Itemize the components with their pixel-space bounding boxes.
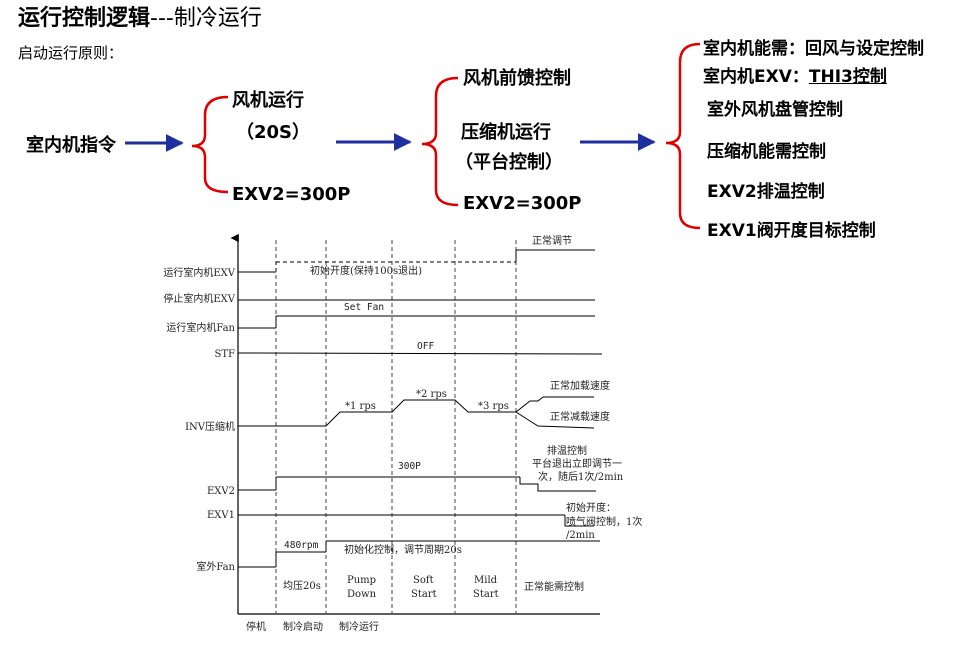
phase-dividers bbox=[275, 240, 517, 614]
note-load-up: 正常加载速度 bbox=[550, 379, 610, 392]
flow-indoor-demand: 室内机能需：回风与设定控制 bbox=[703, 39, 924, 59]
flow-exv1-target: EXV1阀开度目标控制 bbox=[707, 221, 876, 241]
note-exhaust-ctrl-2: 平台退出立即调节一 bbox=[532, 457, 622, 470]
note-rps3: *3 rps bbox=[478, 401, 509, 412]
stage-labels: 均压20s Pump Down Soft Start Mild Start 正常… bbox=[283, 575, 584, 600]
flow-platform-ctrl: （平台控制） bbox=[455, 152, 563, 173]
subtitle: 启动运行原则： bbox=[18, 44, 124, 62]
flow-start-node: 室内机指令 bbox=[26, 135, 116, 156]
flow-bracket-1 bbox=[191, 95, 229, 194]
row-label-stop-indoor-exv: 停止室内机EXV bbox=[163, 292, 235, 305]
note-exv2-300p: 300P bbox=[398, 461, 421, 472]
stage-normal-demand: 正常能需控制 bbox=[524, 580, 584, 593]
note-exhaust-ctrl-1: 排温控制 bbox=[547, 444, 587, 457]
note-off: OFF bbox=[417, 341, 434, 352]
trace-run-indoor-exv bbox=[238, 249, 595, 273]
flow-bracket-2 bbox=[421, 76, 459, 207]
row-label-run-indoor-fan: 运行室内机Fan bbox=[166, 321, 235, 334]
note-rps2: *2 rps bbox=[416, 389, 447, 400]
note-load-down: 正常减载速度 bbox=[550, 410, 610, 423]
flow-compressor-demand: 压缩机能需控制 bbox=[707, 142, 826, 162]
flow-thi3-ctrl: THI3控制 bbox=[808, 67, 887, 87]
row-label-stf: STF bbox=[215, 349, 236, 360]
stage-pump-1: Pump bbox=[347, 575, 376, 586]
flow-exv2-a: EXV2=300P bbox=[232, 184, 351, 205]
stage-mild-2: Start bbox=[473, 589, 499, 600]
flow-indoor-exv: 室内机EXV：THI3控制 bbox=[703, 62, 887, 87]
note-normal-adjust: 正常调节 bbox=[532, 234, 572, 247]
flow-indoor-exv-label: 室内机EXV： bbox=[703, 67, 809, 87]
phase-cool-start: 制冷启动 bbox=[283, 620, 323, 633]
flow-exv2-exhaust: EXV2排温控制 bbox=[707, 182, 825, 202]
row-label-outdoor-fan: 室外Fan bbox=[196, 560, 235, 573]
flow-fan-feedforward: 风机前馈控制 bbox=[463, 68, 571, 89]
flow-exv2-b: EXV2=300P bbox=[463, 193, 582, 214]
trace-exv2 bbox=[238, 476, 596, 492]
stage-soft-2: Start bbox=[411, 589, 437, 600]
stage-equalize: 均压20s bbox=[283, 580, 321, 592]
trace-inv-compressor bbox=[238, 396, 595, 429]
row-label-exv2: EXV2 bbox=[207, 486, 235, 497]
row-label-inv-compressor: INV压缩机 bbox=[185, 420, 235, 433]
phase-cool-run: 制冷运行 bbox=[339, 620, 379, 633]
stage-soft-1: Soft bbox=[413, 575, 434, 586]
annotations: 正常调节 初始开度(保持100s退出) Set Fan OFF *1 rps *… bbox=[284, 234, 642, 556]
note-set-fan: Set Fan bbox=[344, 302, 384, 313]
phase-labels: 停机 制冷启动 制冷运行 bbox=[246, 620, 379, 633]
note-fan-init: 初始化控制，调节周期20s bbox=[344, 543, 462, 556]
row-label-run-indoor-exv: 运行室内机EXV bbox=[163, 266, 235, 279]
note-fan-480rpm: 480rpm bbox=[284, 540, 319, 551]
note-init-open: 初始开度(保持100s退出) bbox=[310, 264, 422, 277]
note-exhaust-ctrl-3: 次，随后1次/2min bbox=[538, 470, 624, 483]
trace-outdoor-fan bbox=[238, 540, 600, 568]
title-main: 运行控制逻辑 bbox=[18, 6, 151, 31]
row-label-exv1: EXV1 bbox=[207, 510, 235, 521]
title-suffix: ---制冷运行 bbox=[150, 6, 262, 31]
flow-bracket-3 bbox=[665, 42, 701, 230]
flow-fan-run: 风机运行 bbox=[232, 90, 304, 111]
row-labels: 运行室内机EXV 停止室内机EXV 运行室内机Fan STF INV压缩机 EX… bbox=[163, 266, 235, 573]
flow-outdoor-fan-coil: 室外风机盘管控制 bbox=[707, 100, 843, 120]
note-rps1: *1 rps bbox=[345, 401, 376, 412]
phase-stop: 停机 bbox=[246, 620, 266, 633]
note-exv1-init-3: /2min bbox=[566, 530, 595, 541]
trace-exv1 bbox=[238, 514, 594, 527]
trace-stf bbox=[237, 352, 603, 355]
flow-compressor-run: 压缩机运行 bbox=[461, 122, 551, 143]
stage-pump-2: Down bbox=[347, 589, 377, 600]
stage-mild-1: Mild bbox=[474, 575, 498, 586]
page-title: 运行控制逻辑---制冷运行 bbox=[18, 4, 262, 34]
note-exv1-init-2: 喷气阀控制，1次 bbox=[566, 515, 642, 528]
flow-fan-time: （20S） bbox=[236, 122, 311, 143]
note-exv1-init-1: 初始开度： bbox=[566, 501, 616, 514]
trace-run-indoor-fan bbox=[238, 315, 595, 329]
